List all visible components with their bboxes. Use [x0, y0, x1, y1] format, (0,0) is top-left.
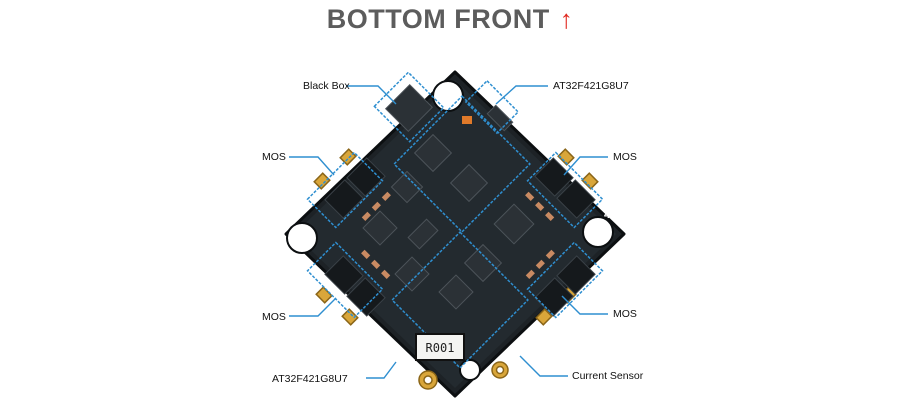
motor-numbers: 1 2 3 4: [293, 209, 611, 272]
leader-current-sensor: [519, 355, 568, 377]
leader-mos-left-bottom: [289, 297, 337, 317]
label-mos-right-bottom: MOS: [613, 308, 637, 320]
up-arrow-icon: ↑: [559, 4, 574, 34]
label-mos-right-top: MOS: [613, 151, 637, 163]
label-mcu-bottom: AT32F421G8U7: [272, 373, 348, 385]
leader-mcu-bottom: [366, 361, 397, 379]
leader-mos-left-top: [289, 156, 335, 176]
leader-mos-right-top: [563, 156, 608, 176]
leader-mos-right-bottom: [561, 295, 608, 315]
shunt-marking: R001: [426, 341, 455, 355]
label-mos-left-bottom: MOS: [262, 311, 286, 323]
shunt-resistor: R001: [415, 333, 465, 361]
label-mcu-top: AT32F421G8U7: [553, 80, 629, 92]
motor-label-3: 3: [604, 253, 610, 265]
gold-pads: [313, 148, 599, 390]
page-title: BOTTOM FRONT ↑: [0, 4, 900, 35]
leader-mcu-top: [495, 85, 548, 105]
motor-label-2: 2: [294, 209, 300, 221]
center-ics: [362, 83, 535, 310]
motor-label-1: 1: [293, 260, 299, 272]
label-mos-left-top: MOS: [262, 151, 286, 163]
passive-components: [361, 116, 555, 279]
mosfets: [324, 157, 596, 317]
title-text: BOTTOM FRONT: [326, 4, 550, 34]
label-current-sensor: Current Sensor: [572, 370, 644, 382]
leader-lines: [289, 85, 608, 379]
label-black-box: Black Box: [303, 80, 350, 92]
motor-label-4: 4: [604, 209, 611, 221]
leader-black-box: [346, 85, 397, 105]
